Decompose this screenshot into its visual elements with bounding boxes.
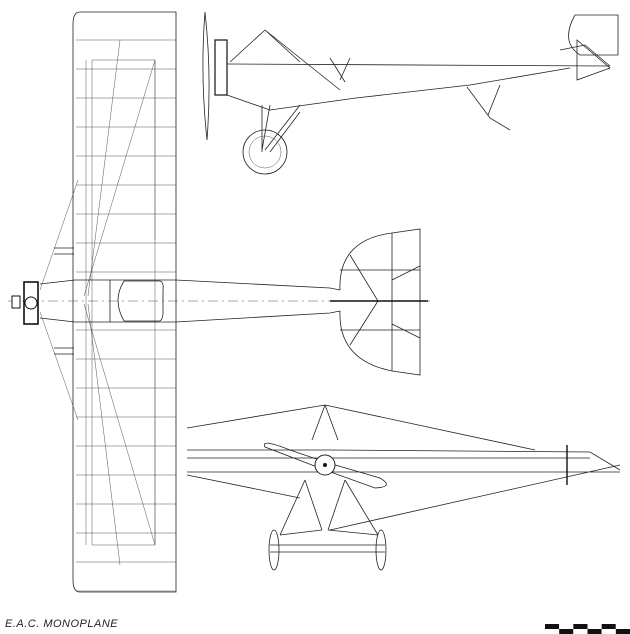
wing-bracing: [39, 39, 156, 566]
scale-segment: [573, 629, 588, 634]
scale-segment: [559, 629, 574, 634]
spinner-center: [323, 463, 327, 467]
scale-segment: [559, 624, 574, 629]
scale-segment: [587, 624, 602, 629]
scale-segment: [615, 629, 630, 634]
top-view: [8, 11, 430, 593]
wing-struts-top: [54, 247, 74, 355]
propeller-side: [202, 11, 210, 141]
scale-segment: [615, 624, 630, 629]
scale-bar: [545, 624, 630, 634]
engine-hub: [24, 296, 38, 310]
engine-side: [214, 39, 228, 96]
wing-outline: [72, 11, 177, 593]
wheel-hub-side: [248, 135, 282, 169]
wheel-right-front: [375, 529, 387, 571]
pylon: [311, 404, 339, 441]
scale-segment: [601, 629, 616, 634]
scale-segment: [545, 629, 560, 634]
wing-ribs: [76, 39, 176, 592]
cockpit: [117, 280, 164, 322]
tailplane: [339, 228, 421, 376]
undercarriage-front: [270, 479, 385, 553]
scale-segment: [601, 624, 616, 629]
propeller-hub-top: [11, 295, 21, 309]
rudder-side: [568, 14, 619, 81]
wheel-side: [242, 129, 288, 175]
tail-skid: [466, 84, 511, 131]
wheel-left-front: [268, 529, 280, 571]
aileron-outline: [91, 59, 156, 546]
side-view: [202, 11, 619, 175]
wing-front: [186, 404, 621, 531]
front-view: [186, 404, 621, 571]
scale-segment: [587, 629, 602, 634]
propeller-front: [263, 442, 387, 489]
undercarriage: [261, 104, 301, 153]
scale-segment: [573, 624, 588, 629]
drawing-title: E.A.C. MONOPLANE: [5, 618, 119, 630]
scale-segment: [545, 624, 560, 629]
fuselage-side: [226, 29, 611, 111]
